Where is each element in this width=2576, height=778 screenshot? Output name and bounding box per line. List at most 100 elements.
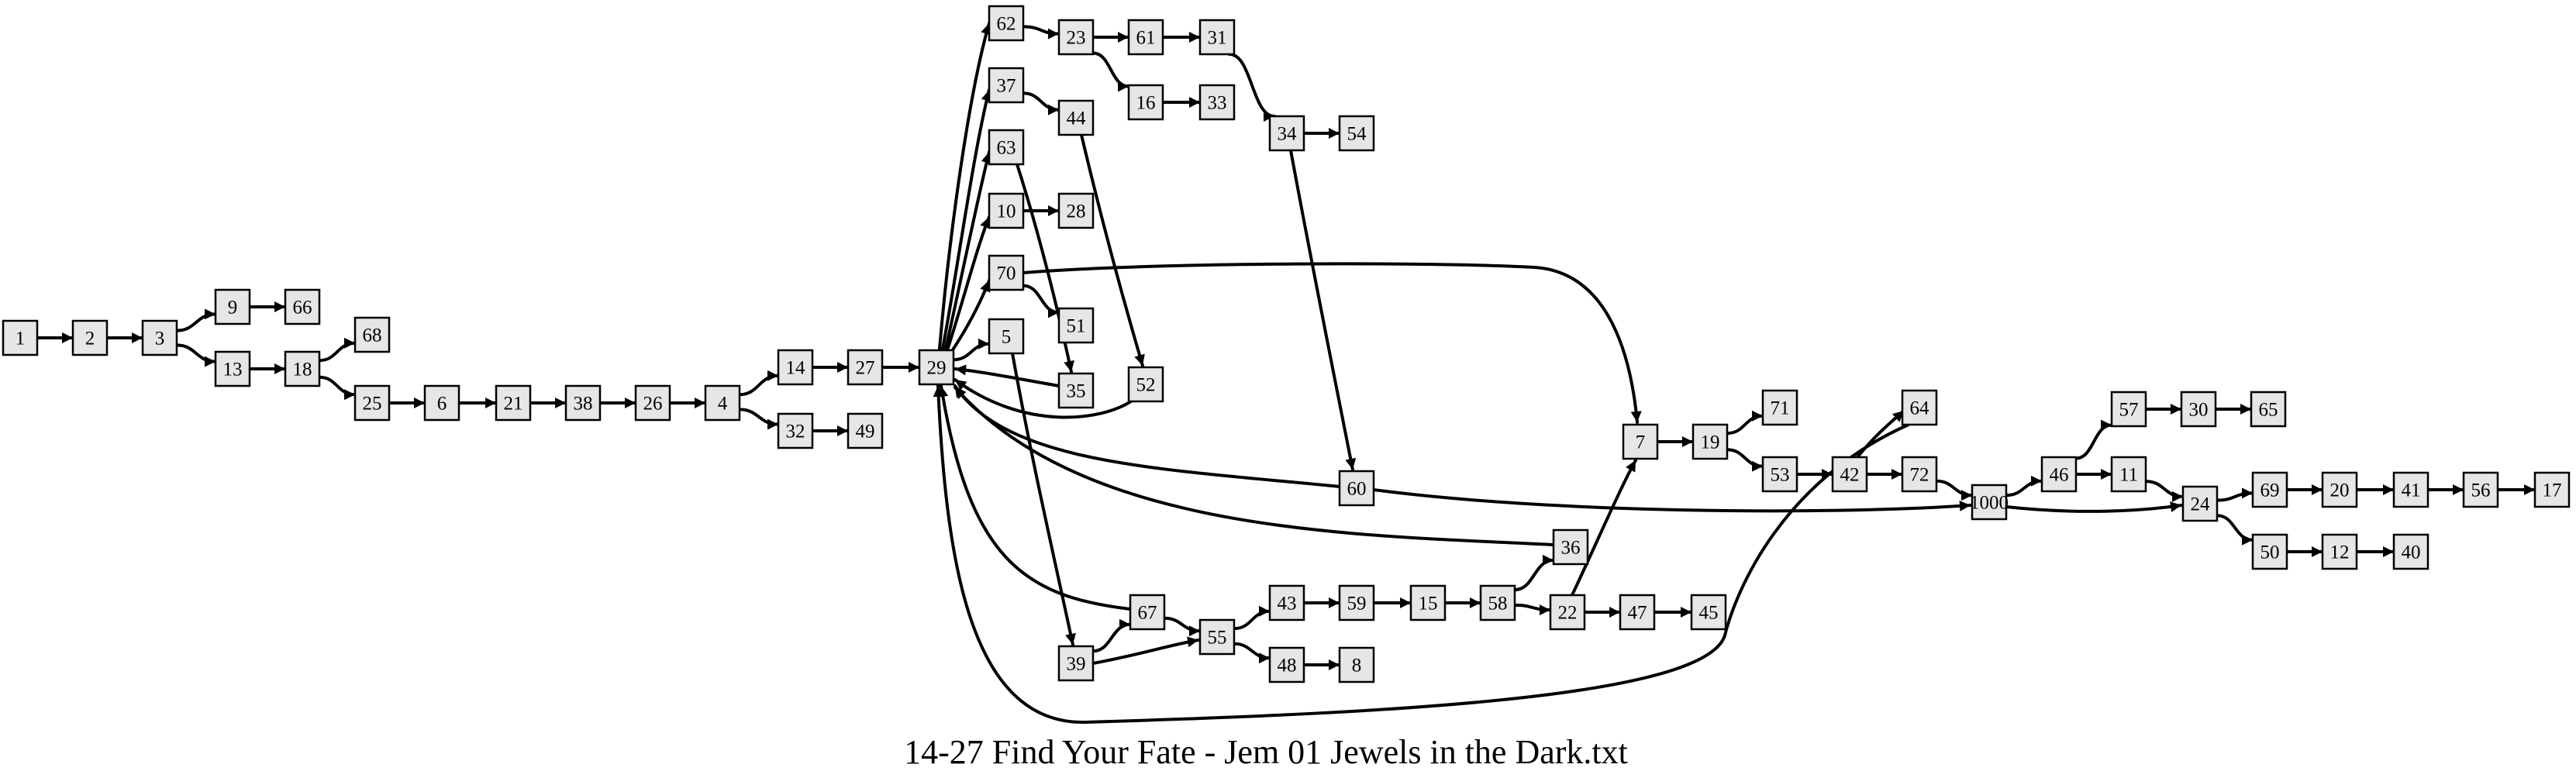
node-41: 41 <box>2392 471 2429 508</box>
node-36: 36 <box>1552 528 1589 566</box>
edge-70-to-7 <box>1022 262 1642 424</box>
node-label: 50 <box>2260 542 2280 563</box>
node-label: 47 <box>1628 603 1647 624</box>
node-label: 54 <box>1347 124 1367 145</box>
node-label: 72 <box>1910 465 1929 486</box>
node-label: 44 <box>1067 108 1087 129</box>
node-3: 3 <box>141 319 178 356</box>
node-52: 52 <box>1127 366 1164 403</box>
node-37: 37 <box>988 67 1025 104</box>
node-box <box>1479 584 1516 621</box>
edge-11-to-24 <box>2144 480 2185 502</box>
node-label: 67 <box>1138 603 1157 624</box>
node-label: 58 <box>1488 594 1508 614</box>
node-box <box>423 384 460 422</box>
node-box <box>1268 584 1305 621</box>
node-label: 17 <box>2543 480 2562 501</box>
edge-4-to-32 <box>738 408 780 430</box>
node-51: 51 <box>1057 307 1095 344</box>
node-label: 41 <box>2402 480 2421 501</box>
node-label: 66 <box>293 298 312 318</box>
node-57: 57 <box>2110 391 2147 428</box>
node-label: 2 <box>85 329 95 349</box>
node-box <box>1338 584 1375 621</box>
node-box <box>1057 307 1095 344</box>
node-label: 63 <box>997 138 1016 159</box>
node-label: 1 <box>16 329 26 349</box>
node-23: 23 <box>1057 19 1095 56</box>
edge-39-to-55 <box>1091 636 1200 665</box>
node-box <box>847 412 884 449</box>
node-40: 40 <box>2392 533 2429 570</box>
node-label: 6 <box>437 394 447 415</box>
node-38: 38 <box>564 384 602 422</box>
node-label: 19 <box>1701 432 1720 453</box>
node-67: 67 <box>1129 594 1166 631</box>
edge-55-to-48 <box>1233 642 1271 664</box>
node-label: 5 <box>1002 327 1012 348</box>
edge-34-to-60 <box>1289 149 1357 471</box>
edge-29-to-63 <box>944 150 992 350</box>
node-box <box>1129 594 1166 631</box>
node-54: 54 <box>1338 115 1375 152</box>
node-14: 14 <box>777 349 814 386</box>
node-39: 39 <box>1057 645 1095 682</box>
edge-23-to-16 <box>1091 51 1130 92</box>
node-10: 10 <box>988 192 1025 229</box>
node-label: 31 <box>1208 28 1227 49</box>
node-1: 1 <box>2 319 39 356</box>
node-box <box>704 384 741 422</box>
node-box <box>353 316 391 353</box>
edge-24-to-69 <box>2216 487 2254 502</box>
node-65: 65 <box>2250 391 2287 428</box>
node-box <box>988 129 1025 166</box>
node-label: 15 <box>1419 594 1438 614</box>
edge-72-to-1000 <box>1935 479 1974 501</box>
edge-1000-to-46 <box>2005 475 2043 497</box>
node-box <box>634 384 671 422</box>
node-58: 58 <box>1479 584 1516 621</box>
edge-70-to-51 <box>1022 284 1060 318</box>
node-label: 37 <box>997 76 1016 97</box>
node-27: 27 <box>847 349 884 386</box>
node-28: 28 <box>1057 192 1095 229</box>
node-label: 42 <box>1840 465 1860 486</box>
node-box <box>2321 533 2358 570</box>
node-box <box>1057 99 1095 136</box>
node-box <box>1268 115 1305 152</box>
node-box <box>1552 528 1589 566</box>
edge-44-to-52 <box>1080 133 1145 367</box>
node-box <box>1057 192 1095 229</box>
node-box <box>1057 19 1095 56</box>
node-box <box>141 319 178 356</box>
edge-29-to-10 <box>946 215 991 352</box>
edge-24-to-50 <box>2216 514 2254 546</box>
node-box <box>988 192 1025 229</box>
node-label: 22 <box>1558 603 1578 624</box>
edge-5-to-39 <box>1011 352 1076 646</box>
edge-19-to-71 <box>1726 410 1764 435</box>
node-box <box>2250 391 2287 428</box>
edge-31-to-34 <box>1228 53 1276 122</box>
node-box <box>1127 366 1164 403</box>
node-box <box>1268 646 1305 683</box>
node-9: 9 <box>214 288 251 325</box>
node-label: 51 <box>1067 316 1086 337</box>
node-72: 72 <box>1901 456 1938 493</box>
node-29: 29 <box>918 349 955 386</box>
node-35: 35 <box>1057 372 1095 409</box>
edge-1000-to-24 <box>2005 501 2183 513</box>
node-box <box>2533 471 2571 508</box>
node-box <box>1198 618 1236 656</box>
node-49: 49 <box>847 412 884 449</box>
node-label: 26 <box>643 394 663 415</box>
node-50: 50 <box>2251 533 2288 570</box>
node-55: 55 <box>1198 618 1236 656</box>
node-label: 13 <box>223 360 243 380</box>
edge-22-to-7 <box>1571 459 1637 597</box>
edges-layer <box>36 22 2536 725</box>
node-box <box>564 384 602 422</box>
node-label: 8 <box>1352 656 1362 676</box>
node-59: 59 <box>1338 584 1375 621</box>
